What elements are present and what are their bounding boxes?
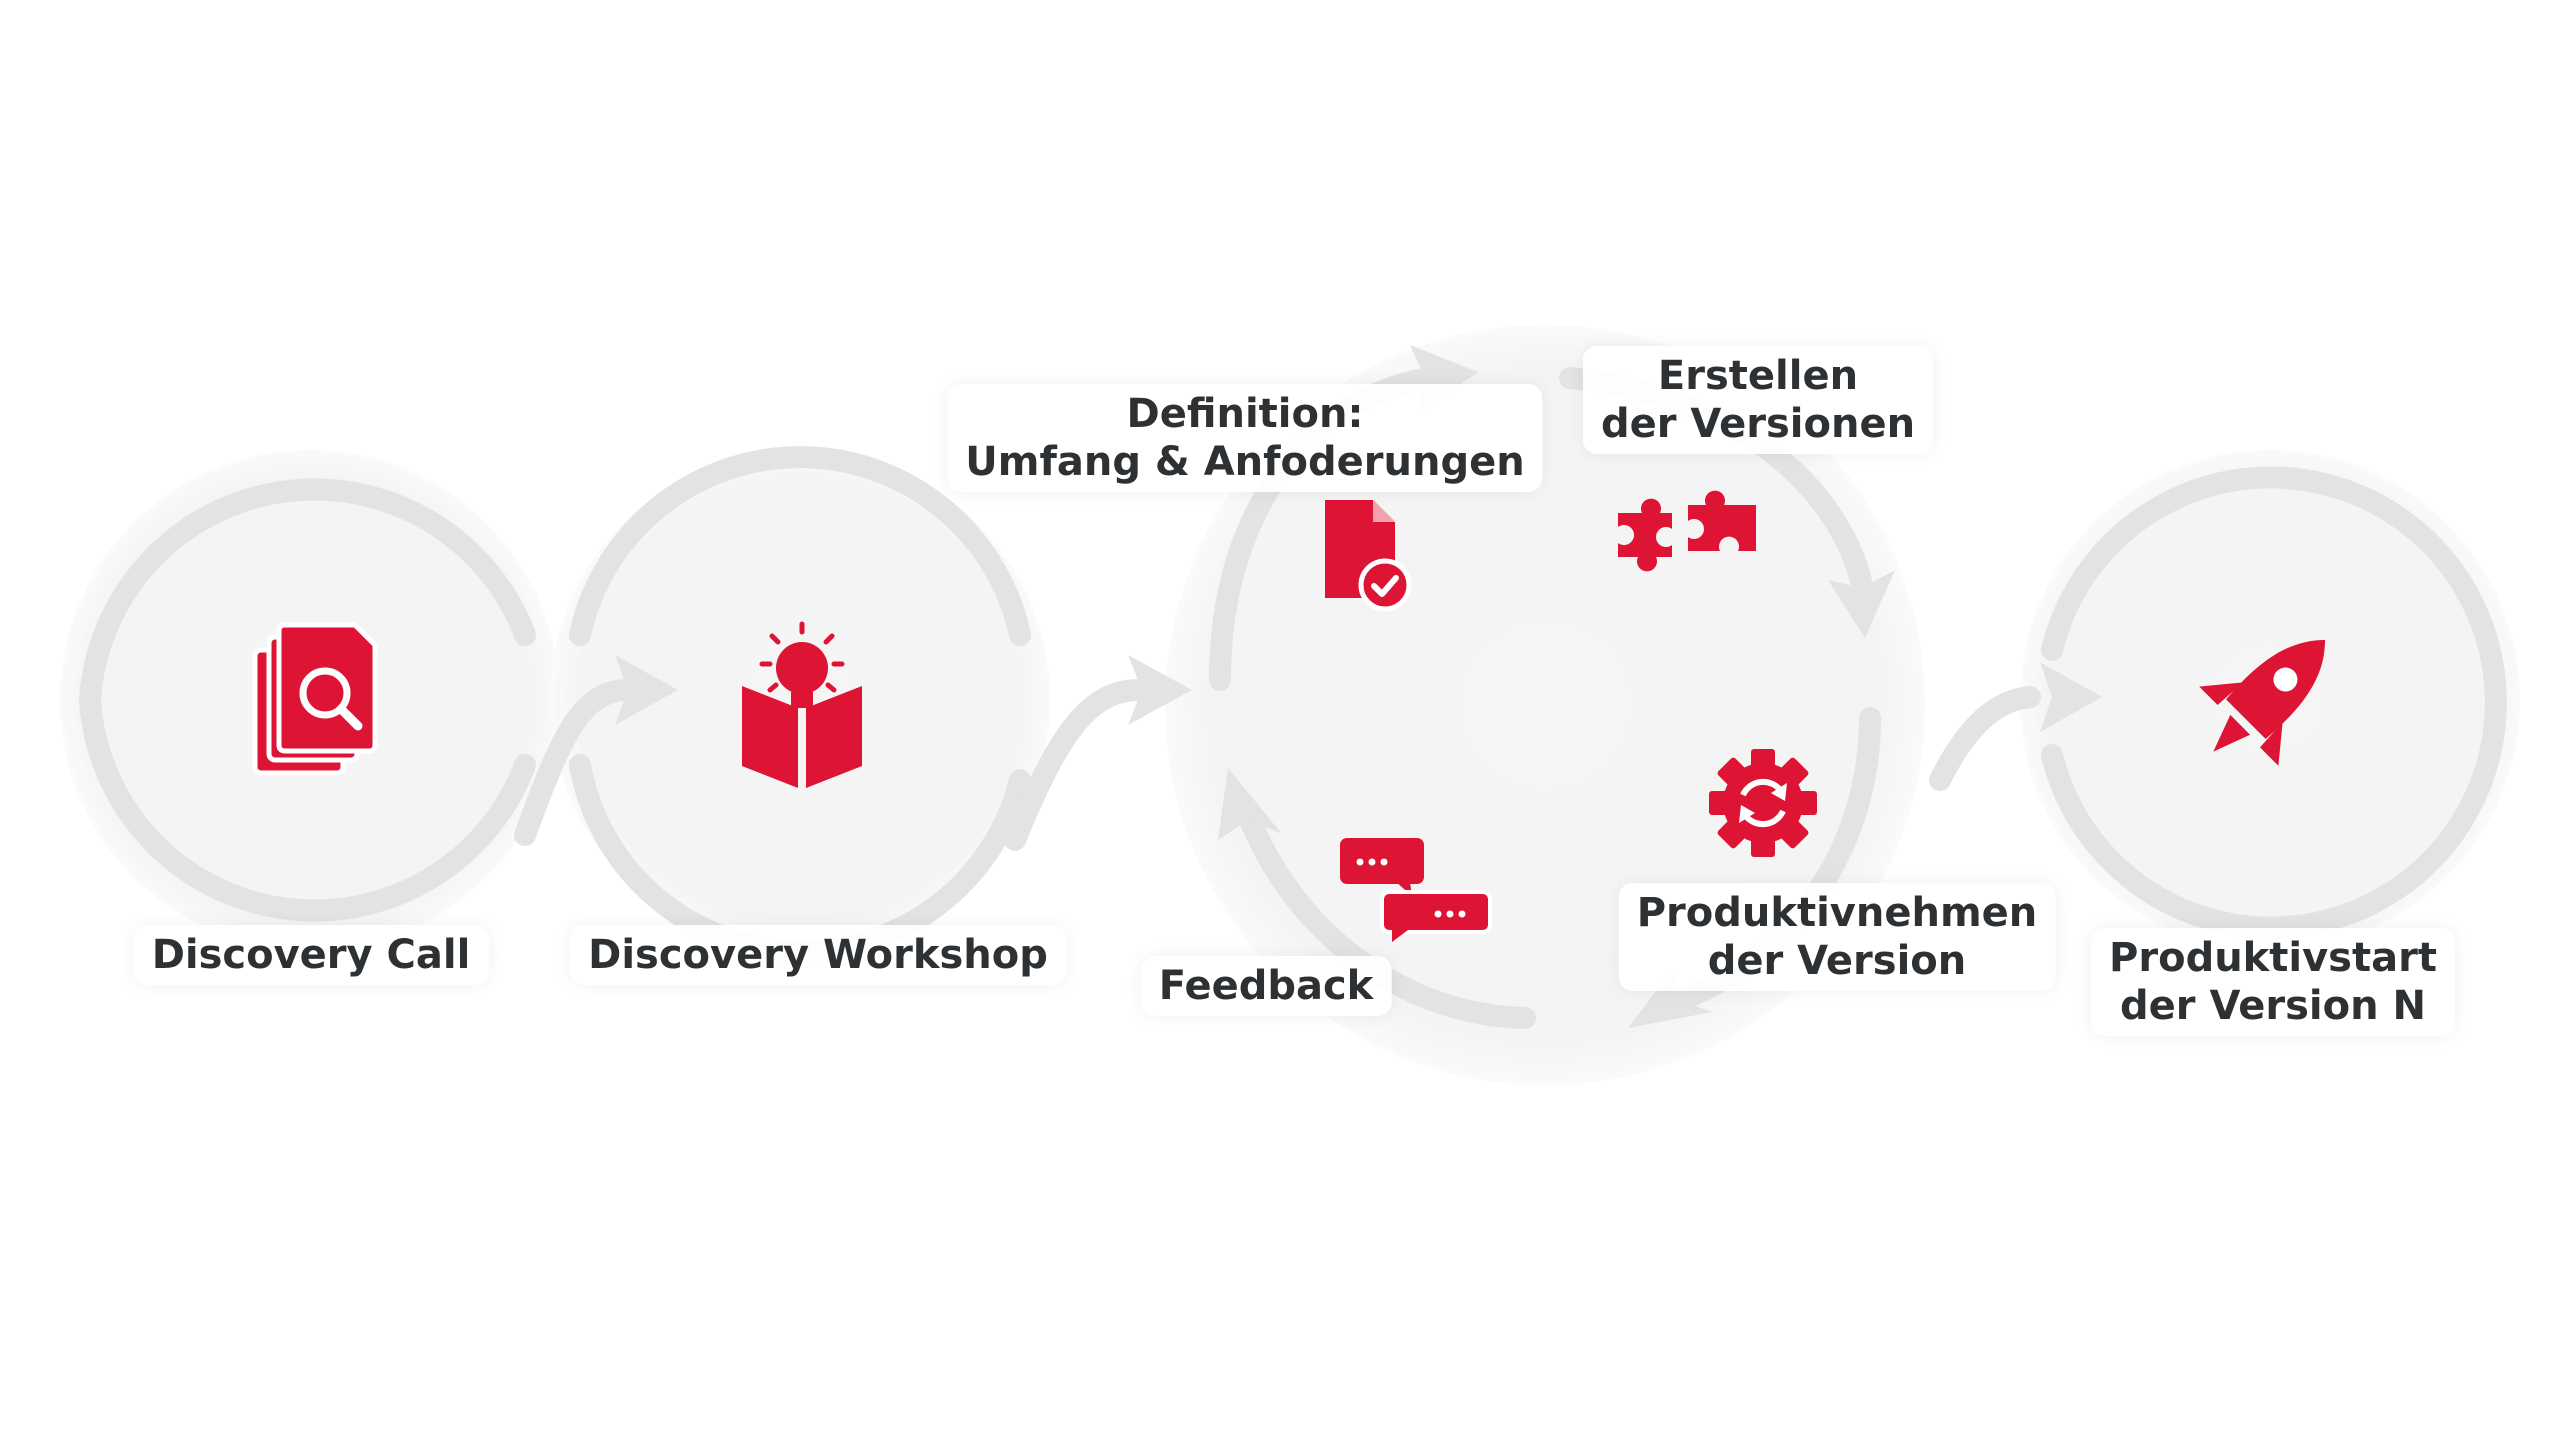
track-workshop-upper [569,446,1031,646]
document-check-icon [1325,500,1412,612]
label-definition-line-1: Definition: [1126,391,1364,437]
rocket-icon [2199,639,2326,766]
label-definition-line-2: Umfang & Anfoderungen [965,439,1525,485]
document-search-icon [252,622,378,776]
label-produktivnehmen-line-2: der Version [1707,938,1967,984]
arrowhead-6 [1218,768,1282,840]
label-discovery-workshop: Discovery Workshop [570,925,1066,985]
label-produktivnehmen: Produktivnehmen der Version [1618,883,2056,991]
label-definition: Definition: Umfang & Anfoderungen [947,384,1543,492]
label-produktivstart: Produktivstart der Version N [2091,928,2455,1036]
track-connector-3 [1929,686,2041,791]
arrowhead-1 [615,655,678,725]
arrowhead-5 [1628,970,1712,1028]
puzzle-pieces-icon [1618,490,1756,572]
label-produktivstart-line-1: Produktivstart [2109,935,2437,981]
label-feedback-line-1: Feedback [1158,963,1374,1009]
label-discovery-call-line-1: Discovery Call [151,932,471,978]
track-connector-1 [514,679,639,846]
arrowhead-2 [1128,655,1192,725]
track-start-upper [2041,466,2507,939]
track-connector-2 [1004,679,1151,851]
label-erstellen: Erstellen der Versionen [1582,346,1934,454]
track-call-upper [79,478,536,711]
label-erstellen-line-1: Erstellen [1657,353,1859,399]
label-produktivnehmen-line-1: Produktivnehmen [1636,890,2038,936]
gear-refresh-icon [1709,749,1817,857]
arrowhead-7 [2040,662,2102,732]
label-discovery-call: Discovery Call [133,925,489,985]
label-produktivstart-line-2: der Version N [2120,983,2426,1029]
label-discovery-workshop-line-1: Discovery Workshop [588,932,1048,978]
track-call-lower [79,689,536,922]
lightbulb-book-icon [742,621,862,788]
arrowhead-4 [1828,570,1895,638]
label-erstellen-line-2: der Versionen [1600,401,1916,447]
chat-bubbles-icon [1340,838,1492,942]
label-feedback: Feedback [1140,956,1392,1016]
